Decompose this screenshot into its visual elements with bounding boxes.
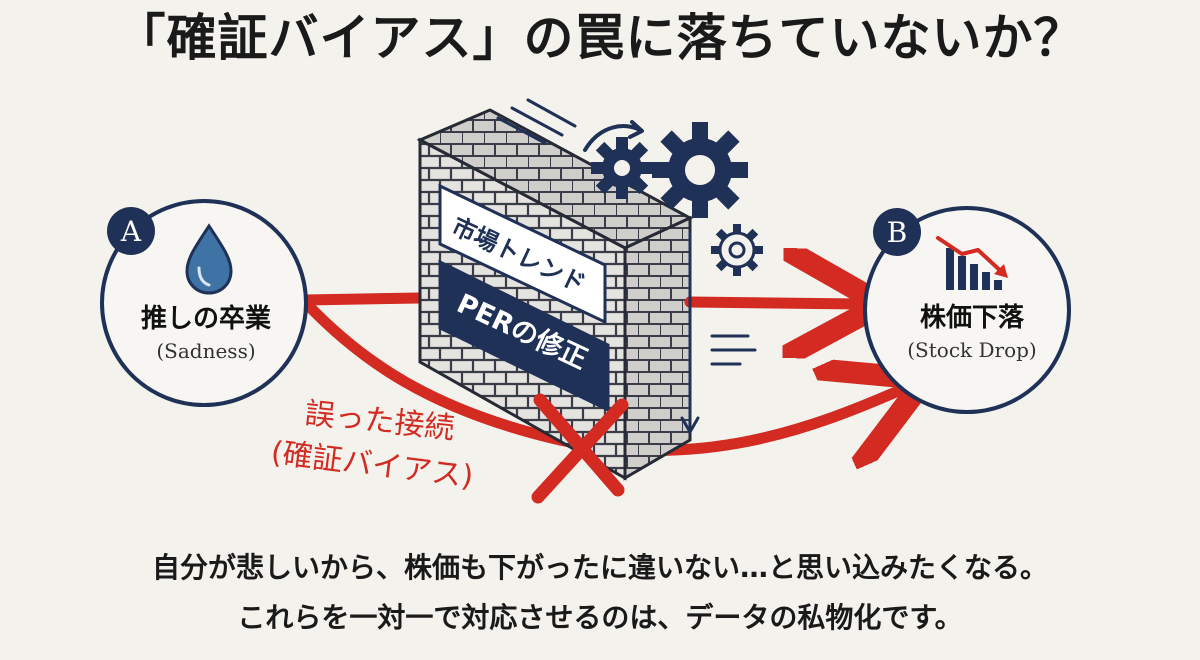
gear-icon: [591, 137, 653, 199]
badge-a-label: A: [120, 215, 142, 248]
node-b: B 株価下落 (Stock Drop): [865, 208, 1069, 412]
node-a-sublabel: (Sadness): [156, 339, 255, 363]
node-a: A 推しの卒業 (Sadness): [102, 201, 306, 405]
caption-line-1: 自分が悲しいから、株価も下がったに違いない…と思い込みたくなる。: [0, 548, 1200, 588]
node-a-label: 推しの卒業: [141, 303, 271, 334]
badge-b-label: B: [887, 216, 908, 249]
circular-arrow-icon: [585, 122, 642, 150]
gear-icon: [711, 224, 763, 276]
direct-arrow-right-segment: [690, 302, 860, 304]
node-b-label: 株価下落: [920, 303, 1025, 333]
direct-arrow-left-segment: [305, 298, 420, 300]
gear-icon: [652, 122, 748, 218]
node-b-sublabel: (Stock Drop): [907, 338, 1037, 362]
wrong-link-label: 誤った接続: [303, 396, 456, 446]
caption-line-2: これらを一対一で対応させるのは、データの私物化です。: [0, 598, 1200, 638]
